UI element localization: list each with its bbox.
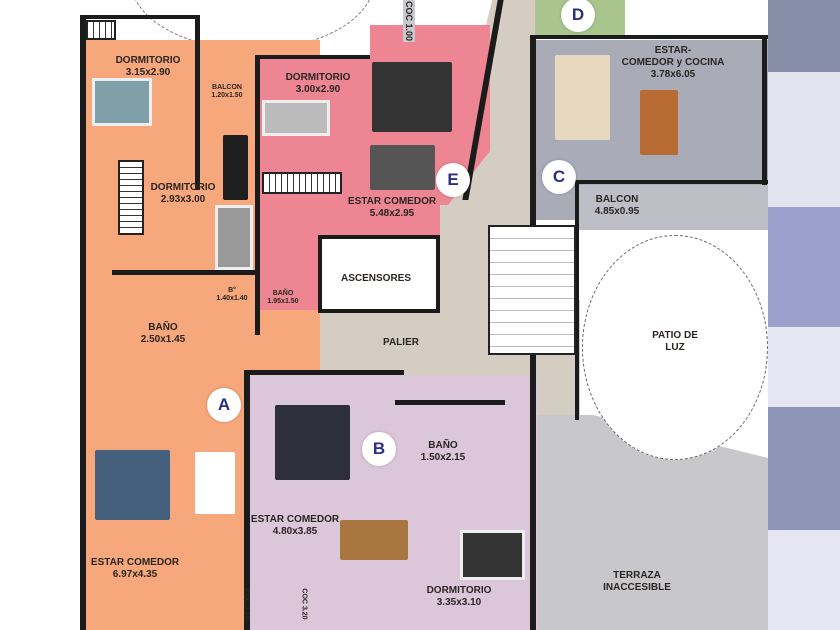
unit-badge-c: C [542, 160, 576, 194]
wall [112, 270, 258, 275]
wall [80, 15, 200, 19]
wall [530, 35, 768, 39]
room-label: COC 3.20 [242, 588, 250, 620]
kitchen-label-e: COC 1.00 [403, 0, 415, 43]
unit-badge-e: E [436, 163, 470, 197]
wall [255, 55, 370, 59]
bed [92, 78, 152, 126]
desk [223, 135, 248, 200]
closet [118, 160, 144, 235]
unit-badge-a: A [207, 388, 241, 422]
side-band [768, 0, 840, 72]
balcon-c [578, 185, 768, 230]
wall [80, 15, 86, 630]
palier-label: PALIER [383, 337, 419, 348]
side-band [768, 207, 840, 327]
wall [195, 15, 200, 190]
closet [262, 172, 342, 194]
dining-table [640, 90, 678, 155]
wall [395, 400, 505, 405]
ascensores [318, 235, 440, 313]
dining-table [370, 145, 435, 190]
bed [215, 205, 253, 270]
ascensores-label: ASCENSORES [340, 273, 412, 284]
bed [262, 100, 330, 136]
closet [86, 20, 116, 40]
side-band [768, 72, 840, 207]
wall [762, 35, 767, 185]
wall [244, 370, 404, 375]
room-label: COC 3.20 [300, 588, 308, 620]
dining-table [195, 452, 235, 514]
rug [275, 405, 350, 480]
rug [95, 450, 170, 520]
rug [555, 55, 610, 140]
wall [575, 180, 579, 420]
sofa [372, 62, 452, 132]
dining-table [340, 520, 408, 560]
wall [255, 55, 260, 335]
room-label: B°1.40x1.40 [216, 287, 248, 302]
wall [244, 370, 250, 630]
side-band [768, 327, 840, 407]
patio-de-luz [582, 235, 768, 460]
unit-badge-d: D [561, 0, 595, 32]
side-band [768, 407, 840, 530]
side-band [768, 530, 840, 630]
bed [460, 530, 525, 580]
unit-badge-b: B [362, 432, 396, 466]
staircase [488, 225, 576, 355]
wall [575, 180, 768, 184]
